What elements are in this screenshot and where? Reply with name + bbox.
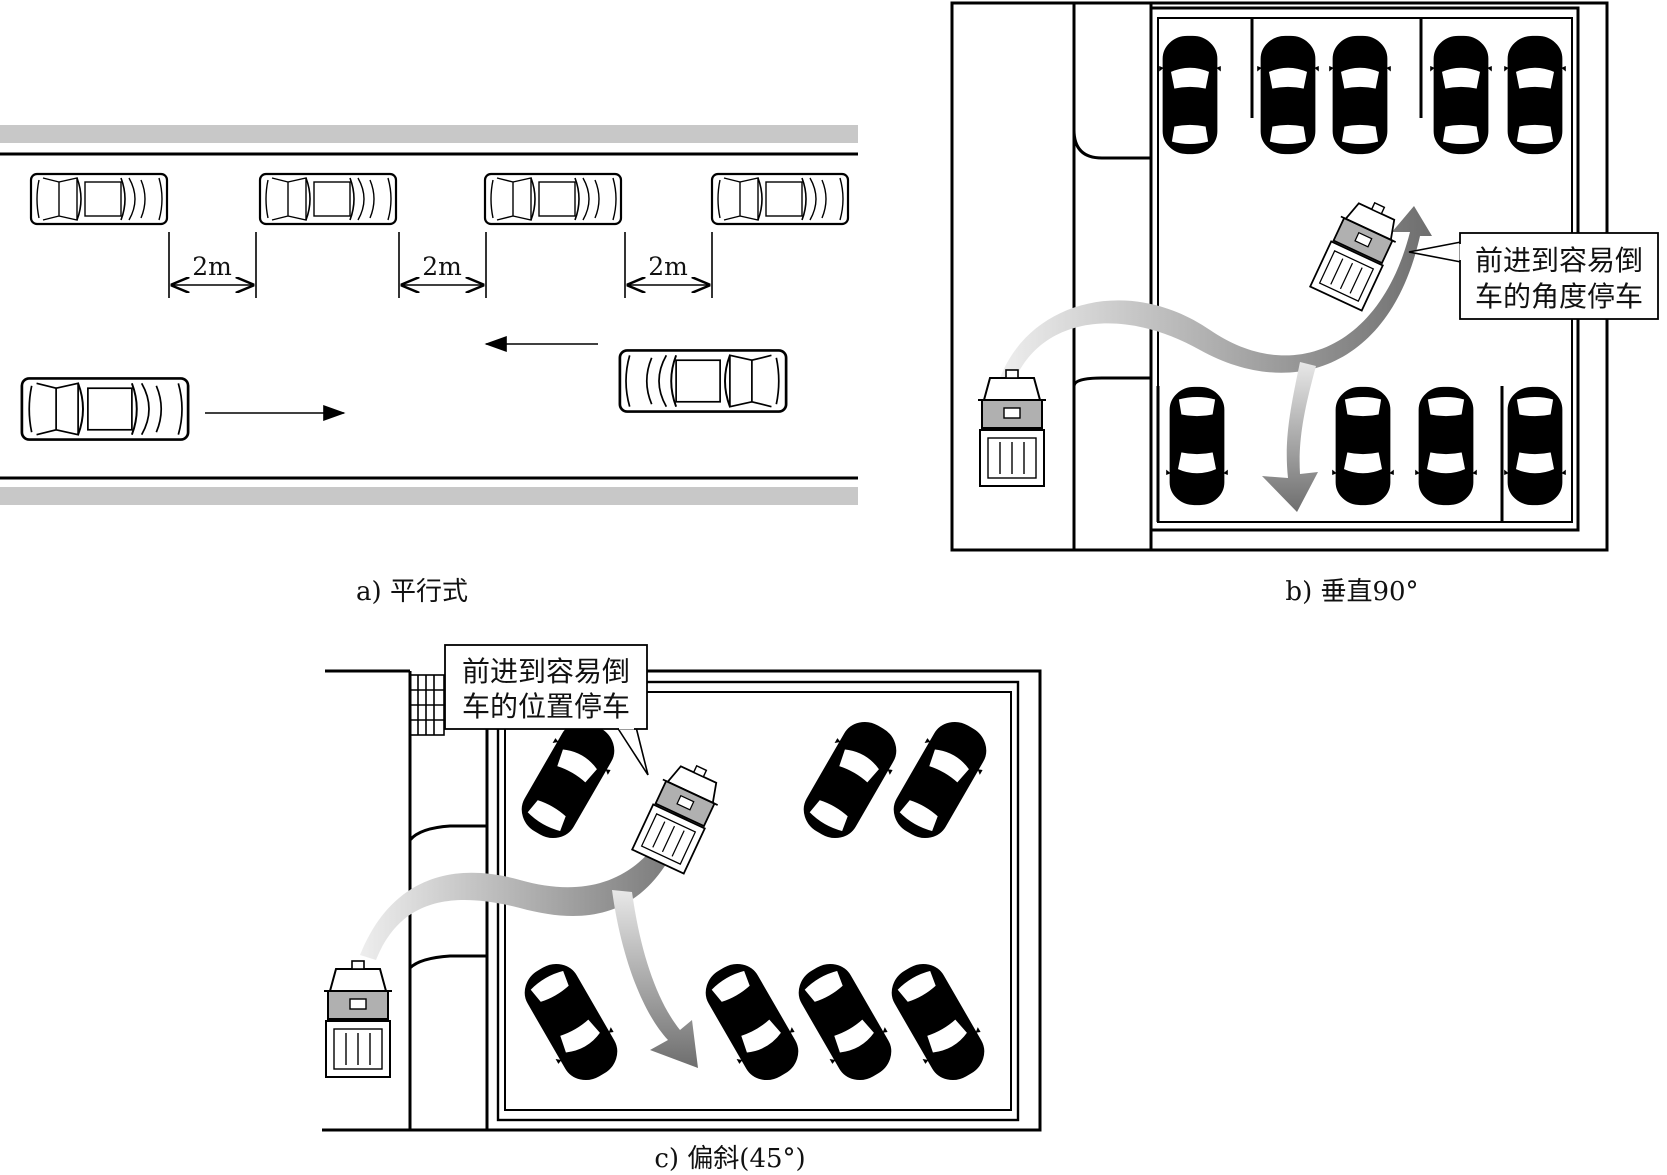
callout-line-1: 前进到容易倒 xyxy=(462,655,630,688)
road-band-bottom xyxy=(0,487,858,505)
gap-label: 2m xyxy=(192,252,232,281)
callout-b: 前进到容易倒 车的角度停车 xyxy=(1408,232,1659,320)
curb-curve xyxy=(408,824,487,842)
parked-car xyxy=(1428,35,1494,155)
parked-car xyxy=(1413,386,1479,506)
truck-start xyxy=(322,959,394,1079)
curb-curve xyxy=(408,954,487,970)
reverse-path-arrow xyxy=(1262,362,1318,512)
parked-car xyxy=(1330,386,1396,506)
parked-car xyxy=(1502,35,1568,155)
callout-line-2: 车的角度停车 xyxy=(1475,280,1643,313)
callout-c: 前进到容易倒 车的位置停车 xyxy=(444,644,649,776)
moving-car-right xyxy=(20,377,190,441)
callout-line-1: 前进到容易倒 xyxy=(1475,244,1643,277)
gap-dimension-2: 2m xyxy=(398,232,487,298)
gap-dimension-3: 2m xyxy=(624,232,713,298)
curb-curve xyxy=(1072,129,1151,160)
parked-car xyxy=(1164,386,1230,506)
parked-car xyxy=(509,710,627,850)
parked-car xyxy=(1327,35,1393,155)
gap-label: 2m xyxy=(422,252,462,281)
parked-car xyxy=(1255,35,1321,155)
parked-car xyxy=(710,172,850,226)
parked-car xyxy=(483,172,623,226)
parked-car xyxy=(1157,35,1223,155)
crosswalk-grid xyxy=(409,674,445,736)
parked-car xyxy=(29,172,169,226)
parked-car xyxy=(693,952,811,1092)
forward-path-arrow xyxy=(1000,206,1432,382)
panel-a-parallel: 2m 2m 2m a) 平行式 xyxy=(0,125,858,607)
caption-b: b) 垂直90° xyxy=(1285,577,1418,607)
parked-car xyxy=(881,710,999,850)
parked-car xyxy=(512,952,630,1092)
parked-car xyxy=(1502,386,1568,506)
parked-car xyxy=(258,172,398,226)
caption-c: c) 偏斜(45°) xyxy=(654,1144,805,1174)
caption-a: a) 平行式 xyxy=(356,577,468,607)
panel-c-angled: 前进到容易倒 车的位置停车 c) 偏斜(45°) xyxy=(322,644,1042,1174)
parked-car xyxy=(879,952,997,1092)
curb-curve xyxy=(1072,376,1151,387)
moving-car-left xyxy=(618,349,788,413)
callout-line-2: 车的位置停车 xyxy=(462,690,630,723)
truck-start xyxy=(976,368,1048,488)
gap-label: 2m xyxy=(648,252,688,281)
parked-car xyxy=(791,710,909,850)
forward-path-arrow xyxy=(360,770,706,960)
reverse-path-arrow xyxy=(612,890,698,1068)
truck-angled xyxy=(629,754,730,876)
gap-dimension-1: 2m xyxy=(168,232,257,298)
parked-car xyxy=(786,952,904,1092)
road-band-top xyxy=(0,125,858,143)
panel-b-perpendicular: 前进到容易倒 车的角度停车 b) 垂直90° xyxy=(950,1,1659,607)
